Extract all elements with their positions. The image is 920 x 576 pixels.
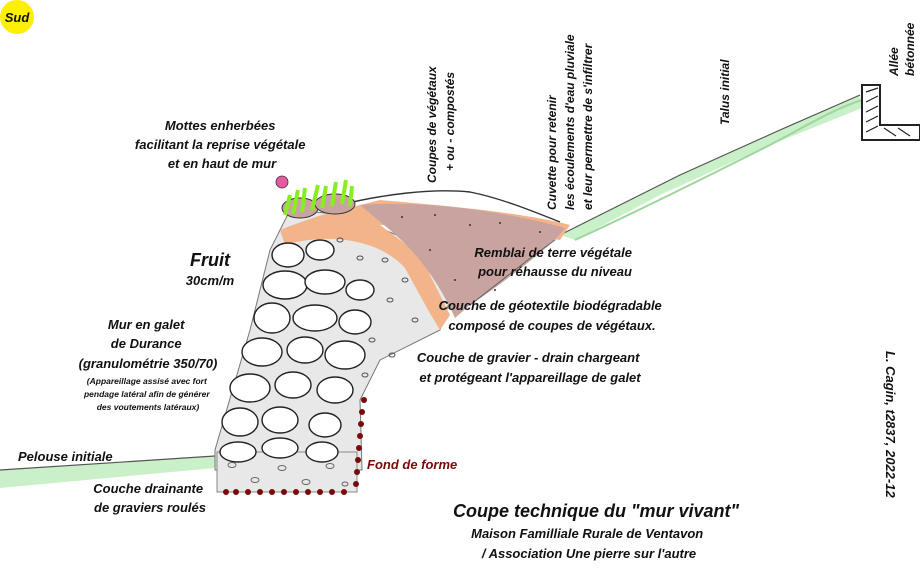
label-fond: Fond de forme	[367, 457, 457, 472]
fill-edge	[469, 239, 556, 306]
walkway-hatching	[865, 87, 911, 137]
gravel-bed-pebbles	[227, 462, 349, 487]
label-fruit: Fruit	[190, 250, 231, 270]
slope-edge	[559, 94, 861, 236]
pebble-wall	[219, 239, 375, 463]
diagram-title: Coupe technique du "mur vivant"	[453, 501, 740, 521]
grass-clods	[275, 175, 356, 219]
concrete-walkway	[861, 84, 920, 141]
label-geotextile: Couche de géotextile biodégradable compo…	[439, 298, 666, 333]
badge-sud: Sud	[5, 10, 31, 25]
diagram-subtitle: Maison Familliale Rurale de Ventavon / A…	[471, 526, 707, 561]
label-coupes: Coupes de végétaux + ou - compostés	[425, 63, 457, 183]
lawn-left-edge	[0, 455, 216, 471]
clippings-surface	[339, 190, 561, 223]
label-mur-note: (Appareillage assisé avec fort pendage l…	[83, 376, 212, 412]
badge-circle	[0, 0, 34, 34]
slope-lower-edge	[574, 99, 863, 241]
label-pelouse: Pelouse initiale	[18, 449, 113, 464]
label-mur: Mur en galet de Durance (granulométrie 3…	[79, 317, 218, 371]
label-cuvette: Cuvette pour retenir les écoulements d'e…	[545, 31, 595, 210]
topsoil-fill	[360, 203, 565, 318]
label-drainante: Couche drainante de graviers roulés	[93, 481, 206, 515]
label-mottes: Mottes enherbées facilitant la reprise v…	[135, 118, 309, 171]
label-remblai: Remblai de terre végétale pour réhausse …	[474, 245, 635, 279]
initial-slope	[560, 95, 862, 240]
foundation-outline	[223, 397, 367, 495]
fill-dots	[401, 214, 541, 291]
label-talus: Talus initial	[718, 59, 732, 125]
gravel-specks	[336, 237, 419, 378]
label-fruit-value: 30cm/m	[186, 273, 235, 288]
initial-lawn-left	[0, 456, 215, 488]
label-gravier: Couche de gravier - drain chargeant et p…	[417, 350, 643, 385]
author-credit: L. Cagin, t2837, 2022-12	[883, 351, 898, 498]
label-allee: Allée bétonnée	[887, 22, 917, 77]
